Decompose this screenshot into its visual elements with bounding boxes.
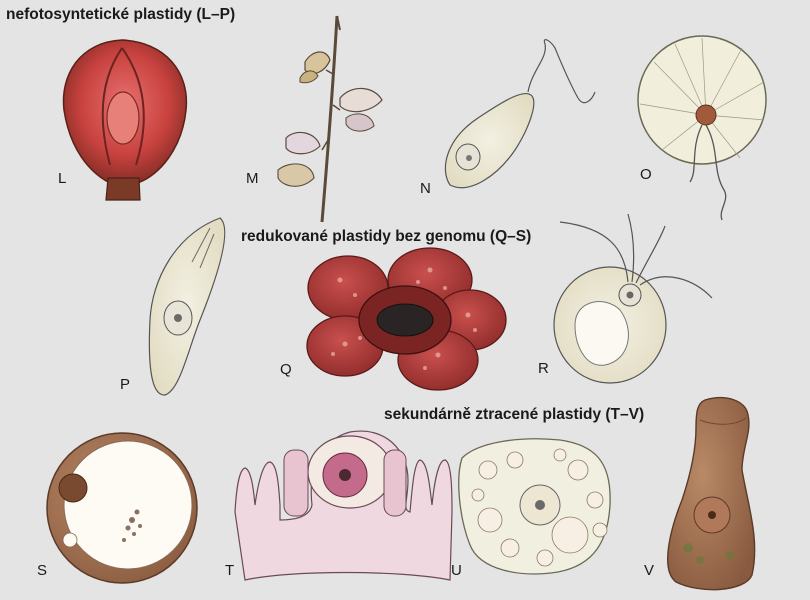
organism-N-figure [444,39,596,189]
organism-P-figure [148,217,226,396]
label-R: R [538,360,549,377]
organism-U-figure [458,438,611,575]
label-Q: Q [280,361,292,378]
heading-secondary-lost-plastids: sekundárně ztracené plastidy (T–V) [384,406,645,423]
label-T: T [225,562,235,579]
heading-nonphotosynthetic-plastids: nefotosyntetické plastidy (L–P) [6,6,236,23]
heading-reduced-plastids: redukované plastidy bez genomu (Q–S) [241,228,532,245]
label-U: U [451,562,462,579]
organism-S-figure [46,432,198,584]
organism-Q-figure [306,247,507,391]
label-V: V [644,562,655,579]
label-N: N [420,180,431,197]
organism-T-figure [234,430,453,581]
organism-L-figure [62,39,188,201]
label-S: S [37,562,48,579]
label-P: P [120,376,131,393]
label-M: M [246,170,259,187]
organism-O-figure [637,35,767,221]
organism-M-figure [277,15,383,223]
label-L: L [58,170,67,187]
organism-V-figure [667,397,756,591]
label-O: O [640,166,652,183]
organism-R-figure [553,213,713,384]
